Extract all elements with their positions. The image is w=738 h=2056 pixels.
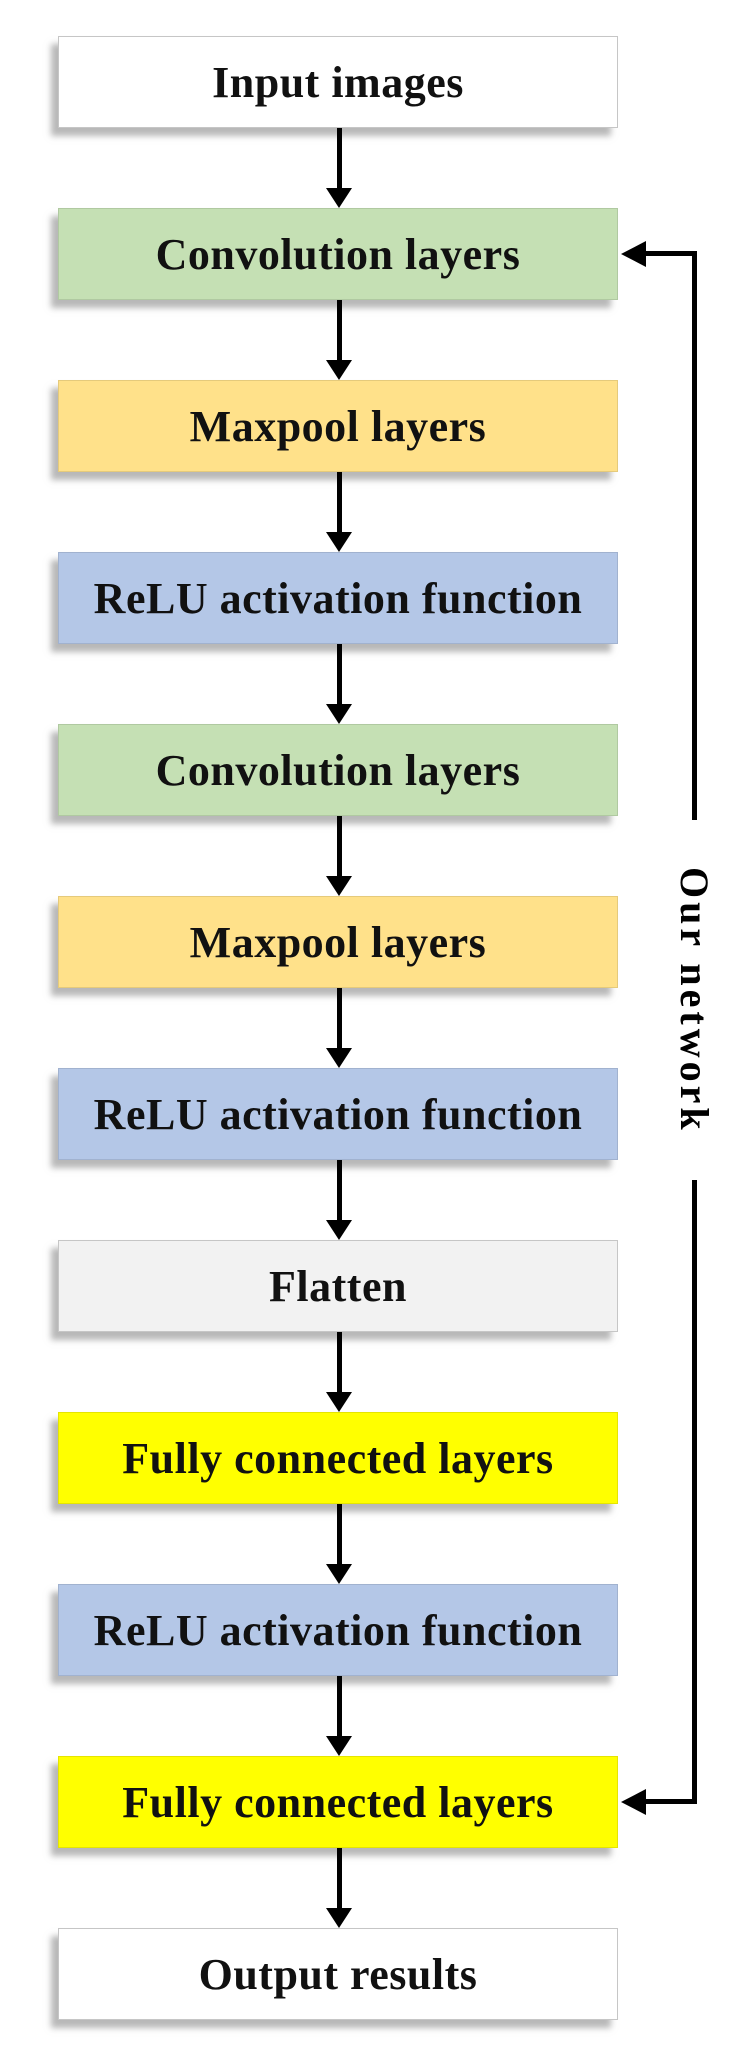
flow-node-relu-1: ReLU activation function <box>58 552 618 644</box>
feedback-line-vertical-bottom <box>692 1180 697 1804</box>
flow-node-maxpool-1: Maxpool layers <box>58 380 618 472</box>
our-network-label: Our network <box>667 820 722 1180</box>
flow-node-maxpool-2: Maxpool layers <box>58 896 618 988</box>
down-arrow-icon <box>326 1332 352 1412</box>
down-arrow-icon <box>326 1848 352 1928</box>
down-arrow-icon <box>326 300 352 380</box>
flow-node-convolution-1: Convolution layers <box>58 208 618 300</box>
feedback-line-vertical-top <box>692 251 697 820</box>
down-arrow-icon <box>326 644 352 724</box>
down-arrow-icon <box>326 988 352 1068</box>
flow-node-input-images: Input images <box>58 36 618 128</box>
flow-node-relu-3: ReLU activation function <box>58 1584 618 1676</box>
feedback-line-horizontal-bottom <box>645 1799 697 1804</box>
down-arrow-icon <box>326 1504 352 1584</box>
down-arrow-icon <box>326 128 352 208</box>
left-arrow-icon <box>621 1789 646 1815</box>
down-arrow-icon <box>326 1160 352 1240</box>
flow-node-flatten: Flatten <box>58 1240 618 1332</box>
flow-node-relu-2: ReLU activation function <box>58 1068 618 1160</box>
flow-node-fully-connected-1: Fully connected layers <box>58 1412 618 1504</box>
feedback-line-horizontal-top <box>645 251 697 256</box>
flow-node-output-results: Output results <box>58 1928 618 2020</box>
down-arrow-icon <box>326 1676 352 1756</box>
left-arrow-icon <box>621 241 646 267</box>
flow-node-fully-connected-2: Fully connected layers <box>58 1756 618 1848</box>
down-arrow-icon <box>326 816 352 896</box>
flow-node-convolution-2: Convolution layers <box>58 724 618 816</box>
down-arrow-icon <box>326 472 352 552</box>
